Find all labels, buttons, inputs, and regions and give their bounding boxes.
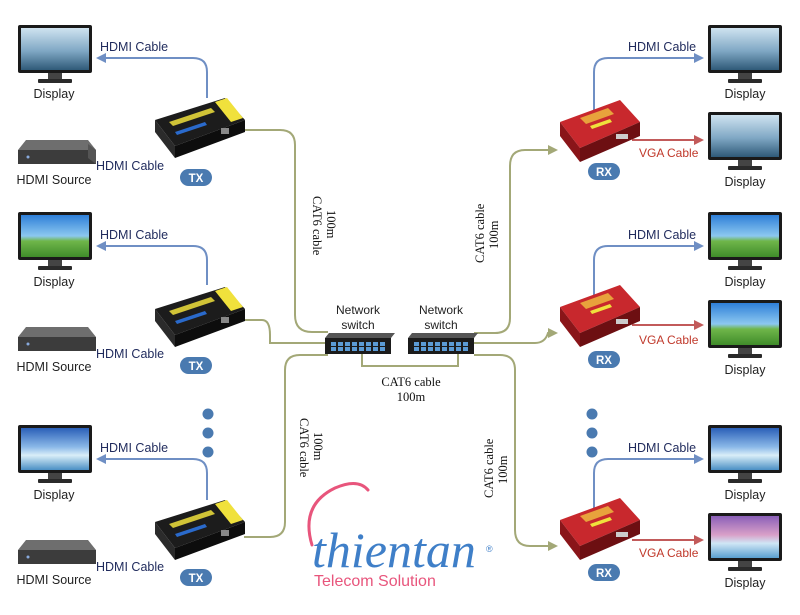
tx-badge-label: TX	[189, 573, 204, 585]
hdmi-cable-label: HDMI Cable	[96, 560, 164, 574]
cat6-label: CAT6 cable	[381, 375, 441, 389]
svg-text:100m: 100m	[311, 432, 325, 461]
monitor-icon	[708, 112, 782, 170]
rx-badge: RX	[588, 351, 620, 368]
vga-cable-label: VGA Cable	[639, 146, 699, 160]
cat6-label: CAT6 cable 100m	[297, 418, 325, 478]
hdmi-line-rx1	[593, 53, 704, 110]
network-switch-label: Network	[336, 303, 381, 317]
cat6-line-tx3	[244, 354, 328, 538]
hdmi-line-rx2	[593, 241, 704, 296]
rx-badge-label: RX	[596, 167, 612, 179]
svg-text:CAT6 cable: CAT6 cable	[310, 196, 324, 256]
rx-extender-icon	[560, 285, 640, 347]
rx-badge: RX	[588, 564, 620, 581]
cat6-label: 100m	[397, 390, 426, 404]
cat6-line-rx2	[474, 328, 558, 344]
tx-badge-label: TX	[189, 173, 204, 185]
logo-wordmark: thientan	[312, 522, 476, 578]
rx-badge-label: RX	[596, 568, 612, 580]
display-label: Display	[725, 363, 767, 377]
hdmi-cable-label: HDMI Cable	[96, 159, 164, 173]
hdmi-cable-label: HDMI Cable	[96, 347, 164, 361]
display-label: Display	[725, 576, 767, 590]
hdmi-source-icon	[18, 140, 96, 164]
svg-text:100m: 100m	[496, 455, 510, 484]
vga-cable-label: VGA Cable	[639, 546, 699, 560]
hdmi-source-label: HDMI Source	[16, 173, 91, 187]
svg-text:CAT6 cable: CAT6 cable	[482, 438, 496, 498]
vga-connections	[632, 135, 704, 545]
monitor-icon	[18, 425, 92, 483]
tx-extender-icon	[155, 98, 245, 158]
network-switch-icon	[408, 333, 478, 354]
display-label: Display	[34, 275, 76, 289]
hdmi-cable-label: HDMI Cable	[100, 228, 168, 242]
cat6-label: CAT6 cable 100m	[482, 438, 510, 498]
display-label: Display	[725, 488, 767, 502]
monitor-icon	[708, 300, 782, 358]
svg-text:100m: 100m	[324, 210, 338, 239]
display-label: Display	[725, 87, 767, 101]
display-label: Display	[725, 175, 767, 189]
tx-badge-label: TX	[189, 361, 204, 373]
monitor-icon	[708, 425, 782, 483]
more-devices-dots	[202, 408, 598, 458]
svg-text:CAT6 cable: CAT6 cable	[473, 203, 487, 263]
cat6-label: CAT6 cable 100m	[473, 203, 501, 263]
cat6-label: CAT6 cable 100m	[310, 196, 338, 256]
network-switch-label: switch	[424, 318, 457, 332]
hdmi-cable-label: HDMI Cable	[100, 441, 168, 455]
hdmi-source-icon	[18, 540, 96, 564]
hdmi-line-tx1	[96, 53, 208, 98]
hdmi-line-tx3	[96, 454, 208, 500]
network-switch-icon	[325, 333, 395, 354]
monitor-icon	[708, 513, 782, 571]
monitor-icon	[708, 25, 782, 83]
svg-text:CAT6 cable: CAT6 cable	[297, 418, 311, 478]
thientan-logo: thientan ® Telecom Solution	[307, 482, 493, 590]
monitor-icon	[18, 212, 92, 270]
tx-badge: TX	[180, 169, 212, 186]
svg-text:100m: 100m	[487, 220, 501, 249]
tx-extender-icon	[155, 287, 245, 347]
rx-badge: RX	[588, 163, 620, 180]
network-switch-label: Network	[419, 303, 464, 317]
network-switch-label: switch	[341, 318, 374, 332]
rx-badge-label: RX	[596, 355, 612, 367]
display-label: Display	[725, 275, 767, 289]
tx-badge: TX	[180, 569, 212, 586]
hdmi-line-rx3	[593, 454, 704, 508]
cat6-line-rx1	[474, 145, 558, 334]
cat6-line-tx1	[244, 129, 328, 333]
tx-badge: TX	[180, 357, 212, 374]
logo-tagline: Telecom Solution	[314, 573, 436, 590]
rx-extender-icon	[560, 100, 640, 162]
hdmi-source-icon	[18, 327, 96, 351]
hdmi-cable-label: HDMI Cable	[628, 441, 696, 455]
cat6-connections	[244, 129, 558, 551]
monitor-icon	[18, 25, 92, 83]
cat6-line-rx3	[474, 354, 558, 551]
hdmi-source-label: HDMI Source	[16, 573, 91, 587]
vga-cable-label: VGA Cable	[639, 333, 699, 347]
hdmi-cable-label: HDMI Cable	[100, 40, 168, 54]
display-label: Display	[34, 87, 76, 101]
tx-extender-icon	[155, 500, 245, 560]
rx-extender-icon	[560, 498, 640, 560]
hdmi-source-label: HDMI Source	[16, 360, 91, 374]
monitor-icon	[708, 212, 782, 270]
cat6-line-tx2	[244, 319, 328, 344]
hdmi-connections	[96, 53, 704, 508]
cat6-line-switch-link	[361, 354, 459, 367]
logo-registered: ®	[486, 544, 493, 554]
hdmi-cable-label: HDMI Cable	[628, 40, 696, 54]
hdmi-line-tx2	[96, 241, 208, 285]
display-label: Display	[34, 488, 76, 502]
hdmi-cable-label: HDMI Cable	[628, 228, 696, 242]
